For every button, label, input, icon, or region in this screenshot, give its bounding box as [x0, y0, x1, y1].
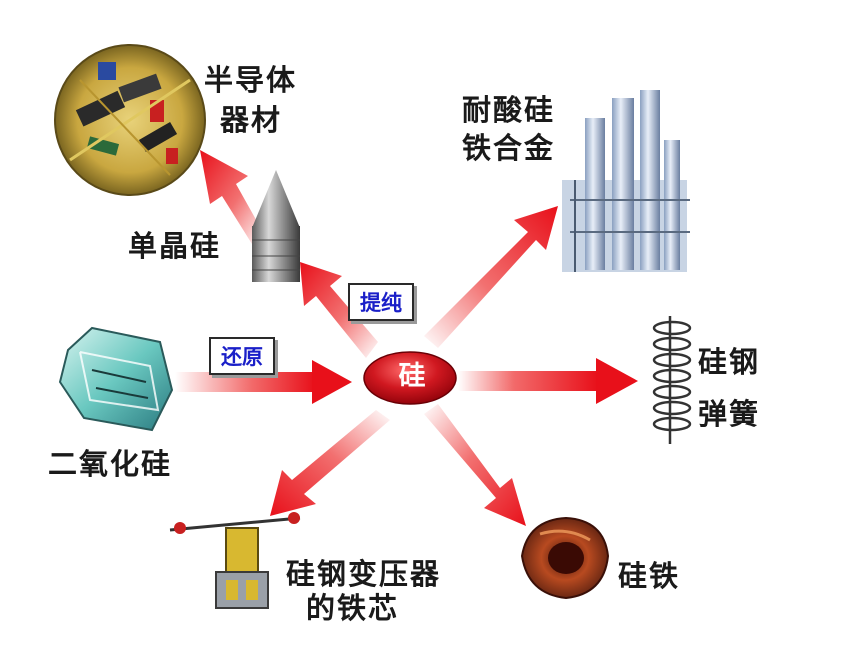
arrow-silica-to-silicon [175, 360, 352, 404]
semiconductor-label-line1: 半导体 [204, 63, 298, 97]
arrow-silicon-to-alloy [424, 206, 558, 348]
ferrosilicon-image [520, 516, 610, 600]
purify-tag: 提纯 [348, 283, 414, 321]
arrow-silicon-to-ferrosilicon [424, 404, 526, 526]
ferrosilicon-label: 硅铁 [618, 559, 681, 593]
transformer-image [169, 512, 301, 609]
silicon-center-node [363, 351, 457, 405]
monocrystal-cone-image [252, 170, 300, 282]
arrow-silicon-to-transformer [270, 410, 390, 516]
industrial-towers-image [562, 90, 690, 272]
semiconductor-chips-image [54, 44, 206, 196]
transformer-label-line1: 硅钢变压器 [286, 557, 442, 591]
arrow-monocrystal-to-semiconductor [200, 150, 264, 244]
spring-coil-image [652, 316, 692, 444]
acid-alloy-label-line1: 耐酸硅 [462, 93, 556, 127]
acid-alloy-label-line2: 铁合金 [462, 131, 556, 165]
silica-label: 二氧化硅 [48, 447, 173, 481]
spring-label-line1: 硅钢 [698, 345, 761, 379]
spring-label-line2: 弹簧 [698, 397, 761, 431]
arrow-silicon-to-spring [458, 358, 638, 404]
center-label: 硅 [398, 361, 426, 392]
reduce-tag: 还原 [209, 337, 275, 375]
arrow-silicon-to-monocrystal [300, 262, 378, 358]
silica-crystal-image [58, 326, 174, 432]
semiconductor-label-line2: 器材 [220, 103, 283, 137]
transformer-label-line2: 的铁芯 [306, 591, 400, 625]
monocrystal-label: 单晶硅 [128, 229, 222, 263]
